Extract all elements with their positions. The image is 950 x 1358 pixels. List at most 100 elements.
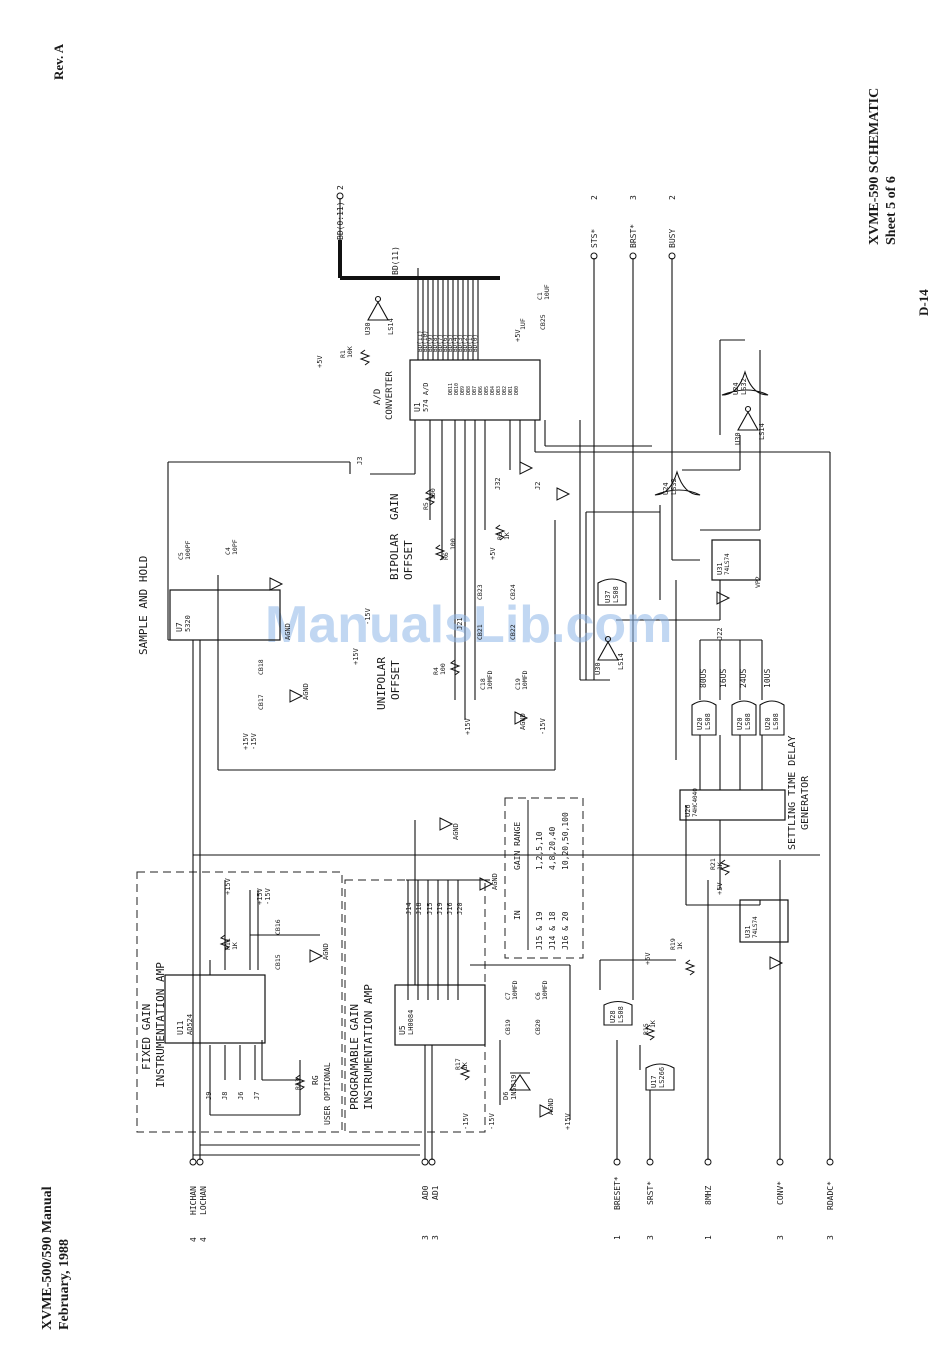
svg-text:10UF: 10UF (543, 284, 551, 300)
passives: R1 10K R3 1K R4 100 R5 100 R6 100 R11 1K… (177, 284, 762, 1090)
gate-u20-c (759, 700, 785, 736)
page-number: D-14 (916, 289, 931, 316)
svg-text:DB5: DB5 (484, 386, 490, 395)
chip-u31-lower: U31 74LS74 (739, 899, 789, 943)
svg-text:+5V: +5V (644, 952, 652, 965)
svg-text:DB3: DB3 (496, 386, 502, 395)
manual-title: XVME-500/590 Manual (40, 1186, 55, 1330)
svg-text:10MFD: 10MFD (486, 670, 494, 690)
gain-row-3-jumpers: J16 & 20 (561, 911, 570, 950)
svg-text:U20: U20 (696, 717, 704, 730)
svg-text:CB25: CB25 (539, 314, 547, 330)
svg-text:4: 4 (199, 1237, 208, 1242)
svg-text:J19: J19 (436, 902, 444, 915)
chip-u26: U26 74HC4040 (679, 788, 786, 821)
label-fixed-gain: FIXED GAIN (140, 1004, 153, 1070)
svg-text:R21: R21 (709, 858, 717, 870)
svg-text:CONV*: CONV* (776, 1181, 785, 1205)
svg-text:74LS74: 74LS74 (724, 553, 731, 575)
svg-text:J15: J15 (426, 902, 434, 915)
svg-text:DB0: DB0 (514, 386, 520, 395)
svg-text:R13: R13 (294, 1078, 302, 1090)
chip-u11: U11 AD524 (164, 974, 266, 1044)
svg-text:U31: U31 (744, 925, 752, 938)
svg-text:U7: U7 (175, 622, 184, 632)
svg-text:BD(1): BD(1) (467, 334, 474, 352)
svg-text:R17: R17 (454, 1058, 462, 1070)
svg-text:10MFD: 10MFD (521, 670, 529, 690)
label-settling-gen: GENERATOR (800, 775, 811, 830)
svg-text:U30: U30 (734, 432, 742, 445)
svg-text:U30: U30 (364, 322, 372, 335)
svg-text:CB22: CB22 (509, 624, 517, 640)
label-user-optional: USER OPTIONAL (323, 1062, 332, 1125)
svg-text:74HC4040: 74HC4040 (692, 788, 699, 817)
svg-text:1UF: 1UF (519, 318, 527, 330)
label-rg: RG (311, 1075, 320, 1085)
svg-text:DB9: DB9 (460, 386, 466, 395)
svg-text:-15V: -15V (250, 732, 258, 750)
svg-text:4: 4 (189, 1237, 198, 1242)
svg-text:100: 100 (449, 538, 457, 550)
svg-text:1K: 1K (716, 862, 724, 870)
svg-text:AGND: AGND (322, 943, 330, 960)
label-sample-hold: SAMPLE AND HOLD (137, 556, 150, 655)
revision-label: Rev. A (51, 43, 66, 80)
svg-text:J32: J32 (494, 477, 502, 490)
svg-text:BD(0): BD(0) (472, 334, 479, 352)
gain-row-1-range: 1,2,5,10 (535, 831, 544, 870)
svg-text:AD524: AD524 (186, 1014, 194, 1035)
connector-breset: BRESET* 1 (613, 1158, 622, 1240)
connector-ad1: AD1 3 (428, 1158, 440, 1240)
svg-text:CB21: CB21 (476, 624, 484, 640)
svg-text:C18: C18 (479, 678, 487, 690)
gate-u20-a (691, 700, 717, 736)
label-unipolar: UNIPOLAR (375, 657, 388, 710)
gain-row-1-jumpers: J15 & 19 (535, 911, 544, 950)
svg-text:+15V: +15V (564, 1112, 572, 1130)
svg-text:LS32: LS32 (740, 378, 748, 395)
schematic-title: XVME-590 SCHEMATIC (867, 88, 882, 245)
svg-text:5320: 5320 (184, 615, 192, 632)
svg-text:DB1: DB1 (508, 386, 514, 395)
svg-text:LOCHAN: LOCHAN (199, 1186, 208, 1215)
svg-text:BD(10): BD(10) (422, 330, 429, 352)
svg-text:BD(6): BD(6) (442, 334, 449, 352)
svg-text:R11: R11 (224, 938, 232, 950)
gate-u24-lower-label: U24 (662, 482, 670, 495)
svg-text:+15V: +15V (464, 717, 472, 735)
svg-text:100: 100 (429, 488, 437, 500)
svg-text:U26: U26 (684, 804, 692, 817)
connector-hichan: HICHAN 4 (189, 1158, 198, 1242)
connector-rdadc: RDADC* 3 (826, 1158, 835, 1240)
svg-text:AGND: AGND (284, 623, 292, 640)
resistor-symbols (219, 349, 731, 1091)
label-bipolar-gain: GAIN (388, 494, 401, 521)
svg-text:CB17: CB17 (257, 694, 265, 710)
svg-text:10PF: 10PF (231, 539, 239, 555)
svg-text:1: 1 (704, 1235, 713, 1240)
svg-text:DB4: DB4 (490, 386, 496, 395)
gate-u24-upper-label: U24 (732, 382, 740, 395)
chip-u5: U5 LH0084 (394, 984, 486, 1046)
svg-text:+5V: +5V (514, 329, 522, 342)
svg-text:R4: R4 (432, 667, 440, 675)
label-ad: A/D (373, 389, 383, 405)
gate-u37-label: U37 (604, 590, 612, 603)
connector-ad0: AD0 3 (421, 1158, 430, 1240)
svg-text:+15V: +15V (242, 732, 250, 750)
delay-labels: 80US 16US 24US 10US (699, 669, 772, 688)
label-settling: SETTLING TIME DELAY (787, 736, 798, 850)
svg-text:100: 100 (439, 663, 447, 675)
gain-row-2-jumpers: J14 & 18 (548, 911, 557, 950)
svg-text:BD(11): BD(11) (417, 330, 424, 352)
watermark: ManualsLib.com (265, 596, 672, 654)
svg-text:J8: J8 (221, 1092, 229, 1100)
svg-text:C6: C6 (534, 992, 542, 1000)
svg-text:CB16: CB16 (274, 919, 282, 935)
svg-text:LS08: LS08 (772, 713, 780, 730)
svg-text:R5: R5 (422, 502, 430, 510)
inverter-u30-low (597, 635, 619, 661)
svg-text:80US: 80US (699, 669, 708, 688)
svg-text:LS14: LS14 (387, 318, 395, 335)
